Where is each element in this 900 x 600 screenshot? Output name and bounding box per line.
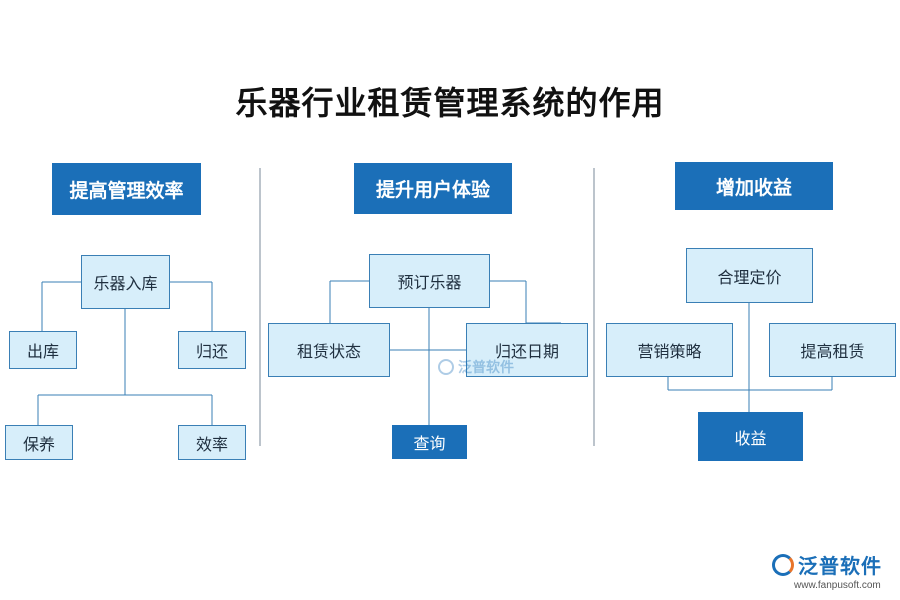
node-increase-rental: 提高租赁 [769,323,896,377]
node-book-instrument: 预订乐器 [369,254,490,308]
node-maintenance: 保养 [5,425,73,460]
brand-logo: 泛普软件 www.fanpusoft.com [772,550,892,591]
node-instrument-stock-in: 乐器入库 [81,255,170,309]
watermark: 泛普软件 [438,354,548,380]
node-efficiency: 效率 [178,425,246,460]
node-marketing-strategy: 营销策略 [606,323,733,377]
node-rental-status: 租赁状态 [268,323,390,377]
heading-improve-user-experience: 提升用户体验 [354,163,512,214]
node-reasonable-pricing: 合理定价 [686,248,813,303]
node-revenue: 收益 [698,412,803,461]
watermark-text: 泛普软件 [458,360,514,376]
node-query: 查询 [392,425,467,459]
page-title: 乐器行业租赁管理系统的作用 [235,84,665,122]
node-return: 归还 [178,331,246,369]
watermark-logo-icon [438,359,454,375]
brand-name: 泛普软件 [798,554,882,578]
node-stock-out: 出库 [9,331,77,369]
node-return-date: 归还日期 [466,323,588,377]
heading-increase-revenue: 增加收益 [675,162,833,210]
heading-improve-efficiency: 提高管理效率 [52,163,201,215]
brand-url: www.fanpusoft.com [794,580,881,591]
brand-logo-icon [772,553,794,576]
